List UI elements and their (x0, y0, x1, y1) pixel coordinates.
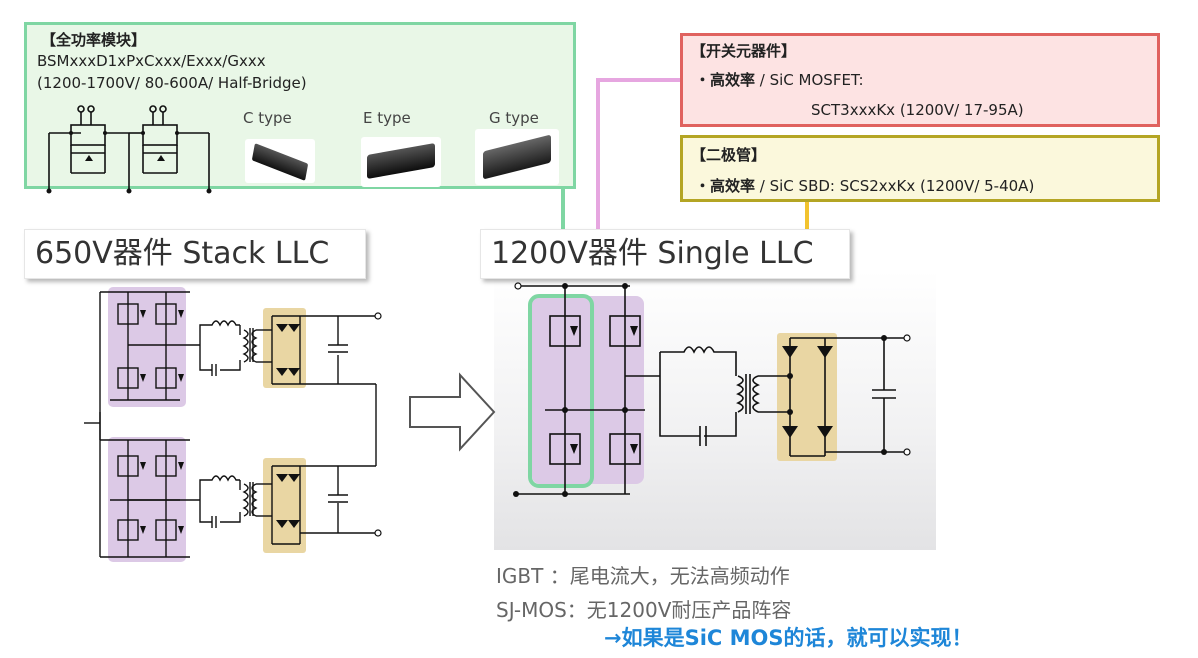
module-part-number: BSMxxxD1xPxCxxx/Exxx/Gxxx (37, 52, 266, 70)
e-type-label: E type (363, 109, 411, 127)
e-type-module-image (361, 137, 441, 187)
diode-line1: ・高效率 / SiC SBD: SCS2xxKx (1200V/ 5-40A) (695, 176, 1034, 196)
module-spec: (1200-1700V/ 80-600A/ Half-Bridge) (37, 74, 307, 92)
module-box: 【全功率模块】 BSMxxxD1xPxCxxx/Exxx/Gxxx (1200-… (24, 22, 576, 194)
switch-device-type: / SiC MOSFET: (759, 71, 864, 89)
lower-rectifier-group (263, 458, 306, 553)
conclusion-note: →如果是SiC MOS的话，就可以实现！ (604, 626, 973, 650)
single-llc-banner: 1200V器件 Single LLC (480, 229, 850, 279)
stack-llc-banner-text: 650V器件 Stack LLC (35, 236, 330, 271)
sjmos-note: SJ-MOS：无1200V耐压产品阵容 (496, 598, 792, 622)
pink-connector-line (596, 78, 682, 300)
stack-llc-banner: 650V器件 Stack LLC (24, 229, 366, 279)
switch-line1: ・高效率 / SiC MOSFET: (695, 70, 864, 90)
transition-arrow (409, 372, 496, 452)
g-type-module-image (475, 129, 559, 185)
diode-box: 【二极管】 ・高效率 / SiC SBD: SCS2xxKx (1200V/ 5… (680, 135, 1160, 202)
igbt-note: IGBT ：尾电流大，无法高频动作 (496, 564, 790, 588)
module-title: 【全功率模块】 (41, 31, 147, 49)
c-type-label: C type (243, 109, 292, 127)
diode-spec: / SiC SBD: SCS2xxKx (1200V/ 5-40A) (759, 177, 1035, 195)
mosfet-group (532, 296, 644, 484)
switch-efficiency-label: ・高效率 (695, 71, 756, 89)
g-type-label: G type (489, 109, 539, 127)
switch-title: 【开关元器件】 (691, 42, 797, 60)
single-llc-banner-text: 1200V器件 Single LLC (491, 236, 814, 271)
diode-efficiency-label: ・高效率 (695, 177, 756, 195)
diode-title: 【二极管】 (691, 146, 767, 164)
switch-device-box: 【开关元器件】 ・高效率 / SiC MOSFET: SCT3xxxKx (12… (680, 33, 1160, 127)
c-type-module-image (245, 139, 315, 183)
switch-part-spec: SCT3xxxKx (1200V/ 17-95A) (811, 101, 1024, 119)
half-bridge-schematic (46, 105, 212, 194)
highlighted-mosfet-leg (528, 294, 594, 488)
